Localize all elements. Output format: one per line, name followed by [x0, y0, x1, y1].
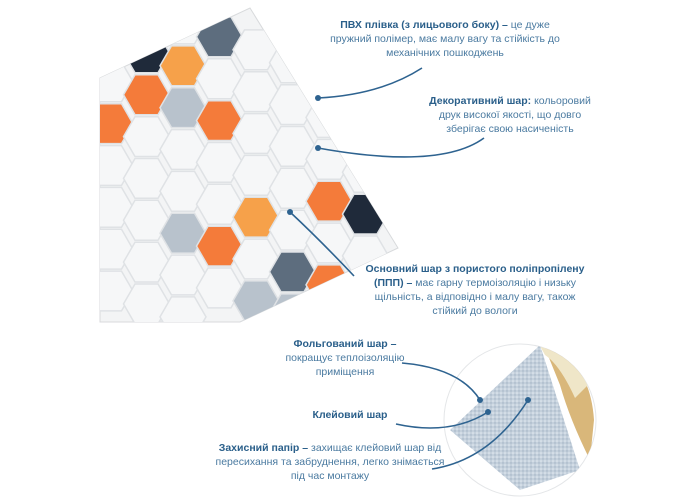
hex-tile [100, 186, 134, 229]
hex-tile [122, 74, 171, 116]
label-title: Основний шар з пористого поліпропілену (… [365, 263, 585, 289]
hex-tile [305, 55, 353, 97]
label-title: Захисний папір – [218, 442, 309, 454]
label-protective-paper: Захисний папір – захищає клейовий шар ві… [210, 441, 450, 483]
hex-tile [341, 67, 390, 110]
hex-tile [195, 225, 244, 267]
label-text: покращує теплоізоляцію приміщення [285, 352, 405, 378]
adhesive-layer [540, 345, 588, 398]
hex-tile [122, 199, 171, 241]
hex-tile [232, 154, 280, 197]
hex-tile [195, 267, 244, 309]
hex-tile [100, 19, 134, 61]
hex-tile [100, 144, 134, 187]
hex-tile [122, 157, 171, 200]
hex-tile [122, 241, 171, 283]
hex-tile [100, 103, 134, 145]
label-text: кольоровий друк високої якості, що довго… [438, 95, 591, 135]
hex-tile [232, 71, 280, 113]
hex-tile [100, 228, 134, 270]
hex-tile [305, 180, 353, 222]
hex-tile [268, 167, 317, 209]
label-text: це дуже пружний полімер, має малу вагу т… [330, 19, 560, 59]
label-foil-layer: Фольгований шар – покращує теплоізоляцію… [285, 337, 405, 379]
hex-tile [195, 58, 244, 100]
label-text: має гарну термоізоляцію і низьку щільніс… [374, 277, 577, 317]
callout-dots [287, 95, 531, 415]
hex-tile [268, 251, 317, 293]
layers-inset-circle [443, 343, 597, 497]
label-adhesive-layer: Клейовий шар [300, 408, 400, 422]
hex-tile [100, 270, 134, 312]
label-text: захищає клейовий шар від пересихання та … [215, 442, 445, 482]
hex-tile [122, 283, 171, 322]
hex-tile [268, 125, 317, 168]
hex-tile [232, 112, 280, 155]
hex-tile [195, 99, 244, 142]
hex-tile [232, 196, 280, 238]
label-title: Клейовий шар [312, 409, 388, 421]
hex-tile [159, 45, 207, 87]
hex-tile [195, 141, 244, 184]
label-pvc-film: ПВХ плівка (з лицьового боку) – це дуже … [330, 18, 560, 60]
label-title: ПВХ плівка (з лицьового боку) – [340, 19, 508, 31]
hex-tile [232, 238, 280, 280]
label-base-layer: Основний шар з пористого поліпропілену (… [360, 262, 590, 318]
hex-tile [159, 87, 207, 129]
callout-lines [289, 67, 529, 470]
label-title: Декоративний шар: [429, 95, 532, 107]
hex-tile [159, 296, 207, 322]
hex-tile [195, 183, 244, 225]
hex-tile [159, 254, 207, 296]
hex-tile [159, 170, 207, 213]
hex-tile [159, 128, 207, 171]
hex-tile [122, 115, 171, 158]
label-title: Фольгований шар – [293, 338, 397, 350]
label-decorative-layer: Декоративний шар: кольоровий друк високо… [420, 94, 600, 136]
hex-tile [268, 209, 317, 251]
hex-tile [159, 212, 207, 254]
hex-tile [341, 109, 390, 152]
